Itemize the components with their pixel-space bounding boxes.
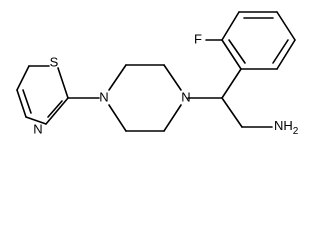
piperazine-ring — [108, 64, 182, 132]
methine-to-methylene-bond — [221, 97, 243, 128]
piperazine-nitrogen-right-label: N — [181, 89, 190, 104]
aryl-to-methine-bond — [221, 68, 242, 99]
thiazole-ring — [16, 65, 69, 125]
sulfur-label: S — [50, 54, 59, 69]
fluorophenyl-ring — [221, 11, 296, 70]
chemical-structure-diagram: F S N N N NH2 — [16, 11, 299, 137]
amine-nh-text: NH — [274, 118, 293, 133]
amine-label: NH2 — [274, 118, 299, 136]
thiazole-nitrogen-label: N — [33, 121, 42, 136]
amine-subscript-text: 2 — [293, 126, 299, 137]
piperazine-nitrogen-left-label: N — [99, 89, 108, 104]
fluorine-label: F — [194, 31, 202, 46]
